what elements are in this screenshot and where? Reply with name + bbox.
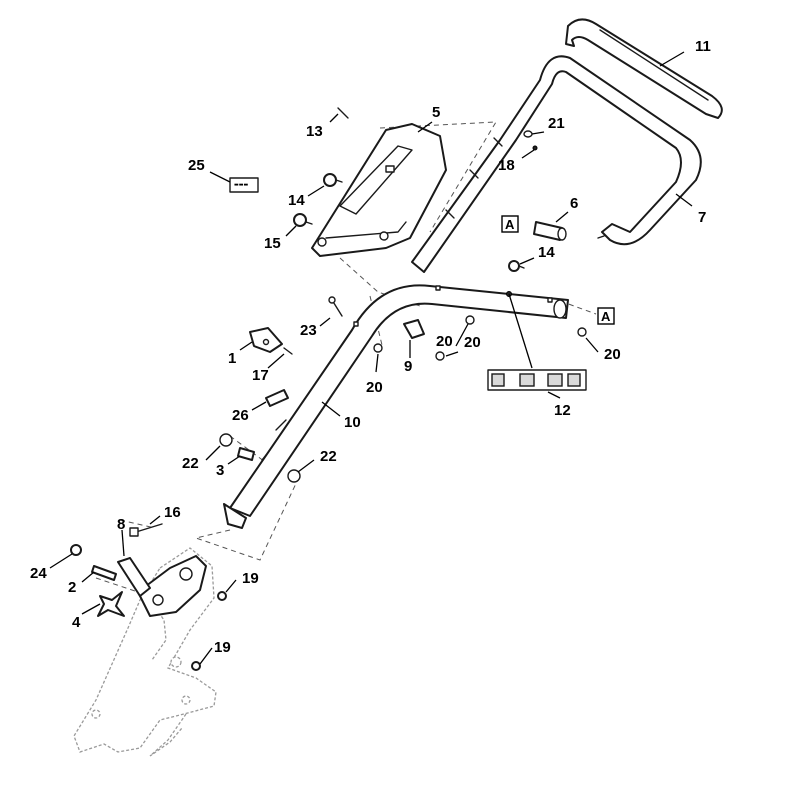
nut-19-a: [217, 591, 227, 601]
callout-20-b: 20: [464, 334, 481, 351]
callout-21: 21: [548, 115, 565, 132]
callout-16: 16: [164, 504, 181, 521]
label-25: [229, 177, 259, 193]
callout-10: 10: [344, 414, 361, 431]
bushing-3: [237, 447, 255, 461]
nut-20-b: [435, 351, 445, 361]
callout-2: 2: [68, 579, 76, 596]
nut-19-b: [191, 661, 201, 671]
callout-11: 11: [695, 38, 711, 55]
callout-1: 1: [228, 350, 236, 367]
callout-labels: 11 7 5 13 21 18 25 14 6 15 14 23 20 20 2…: [30, 38, 711, 656]
callout-6: 6: [570, 195, 578, 212]
callout-20-c: 20: [366, 379, 383, 396]
nut-20-d: [577, 327, 587, 337]
screw-17: [283, 347, 293, 355]
callout-5: 5: [432, 104, 440, 121]
handle-cover: [311, 123, 447, 257]
wing-nut-4: [97, 591, 125, 617]
callout-7: 7: [698, 209, 706, 226]
nut-20-a: [465, 315, 475, 325]
knob-14-lower: [508, 260, 520, 272]
callout-19-b: 19: [214, 639, 231, 656]
callout-14-lower: 14: [538, 244, 555, 261]
callout-24: 24: [30, 565, 47, 582]
knob-14-upper: [323, 173, 337, 187]
lower-handle-bracket: [137, 555, 207, 617]
reference-box-a-lower: [597, 307, 615, 325]
callout-20-a: 20: [436, 333, 453, 350]
callout-9: 9: [404, 358, 412, 375]
reference-box-a-upper: [501, 215, 519, 233]
upper-handle-tube: [411, 55, 702, 273]
callout-8: 8: [117, 516, 125, 533]
nut-18: [532, 145, 538, 151]
handle-grip: [565, 18, 723, 119]
callout-3: 3: [216, 462, 224, 479]
small-parts: ▬▬▬: [70, 107, 587, 671]
callout-12: 12: [554, 402, 571, 419]
callout-17: 17: [252, 367, 269, 384]
pin-2: [91, 565, 117, 581]
callout-13: 13: [306, 123, 323, 140]
washer-21: [523, 130, 533, 138]
nut-24: [70, 544, 82, 556]
clip-26: [265, 389, 289, 407]
clamp-9: [403, 319, 425, 339]
reference-label-a-lower: A: [601, 309, 611, 324]
lower-handle-tube: [223, 284, 569, 529]
screw-13: [337, 107, 349, 119]
screw-15: [293, 213, 307, 227]
callout-25: 25: [188, 157, 205, 174]
reference-label-a-upper: A: [505, 217, 515, 232]
callout-20-d: 20: [604, 346, 621, 363]
svg-text:▬▬▬: ▬▬▬: [234, 182, 248, 188]
callout-15: 15: [264, 235, 281, 252]
bolt-16: [135, 523, 163, 533]
washer-22-b: [287, 469, 301, 483]
callout-23: 23: [300, 322, 317, 339]
nut-20-c: [373, 343, 383, 353]
reference-markers: A A: [501, 215, 615, 325]
callout-18: 18: [498, 157, 515, 174]
callout-22-a: 22: [182, 455, 199, 472]
callout-19-a: 19: [242, 570, 259, 587]
callout-14-upper: 14: [288, 192, 305, 209]
lever-8: [117, 557, 151, 597]
callout-26: 26: [232, 407, 249, 424]
callout-leaders: [49, 51, 693, 665]
callout-22-b: 22: [320, 448, 337, 465]
washer-22-a: [219, 433, 233, 447]
callout-4: 4: [72, 614, 81, 631]
